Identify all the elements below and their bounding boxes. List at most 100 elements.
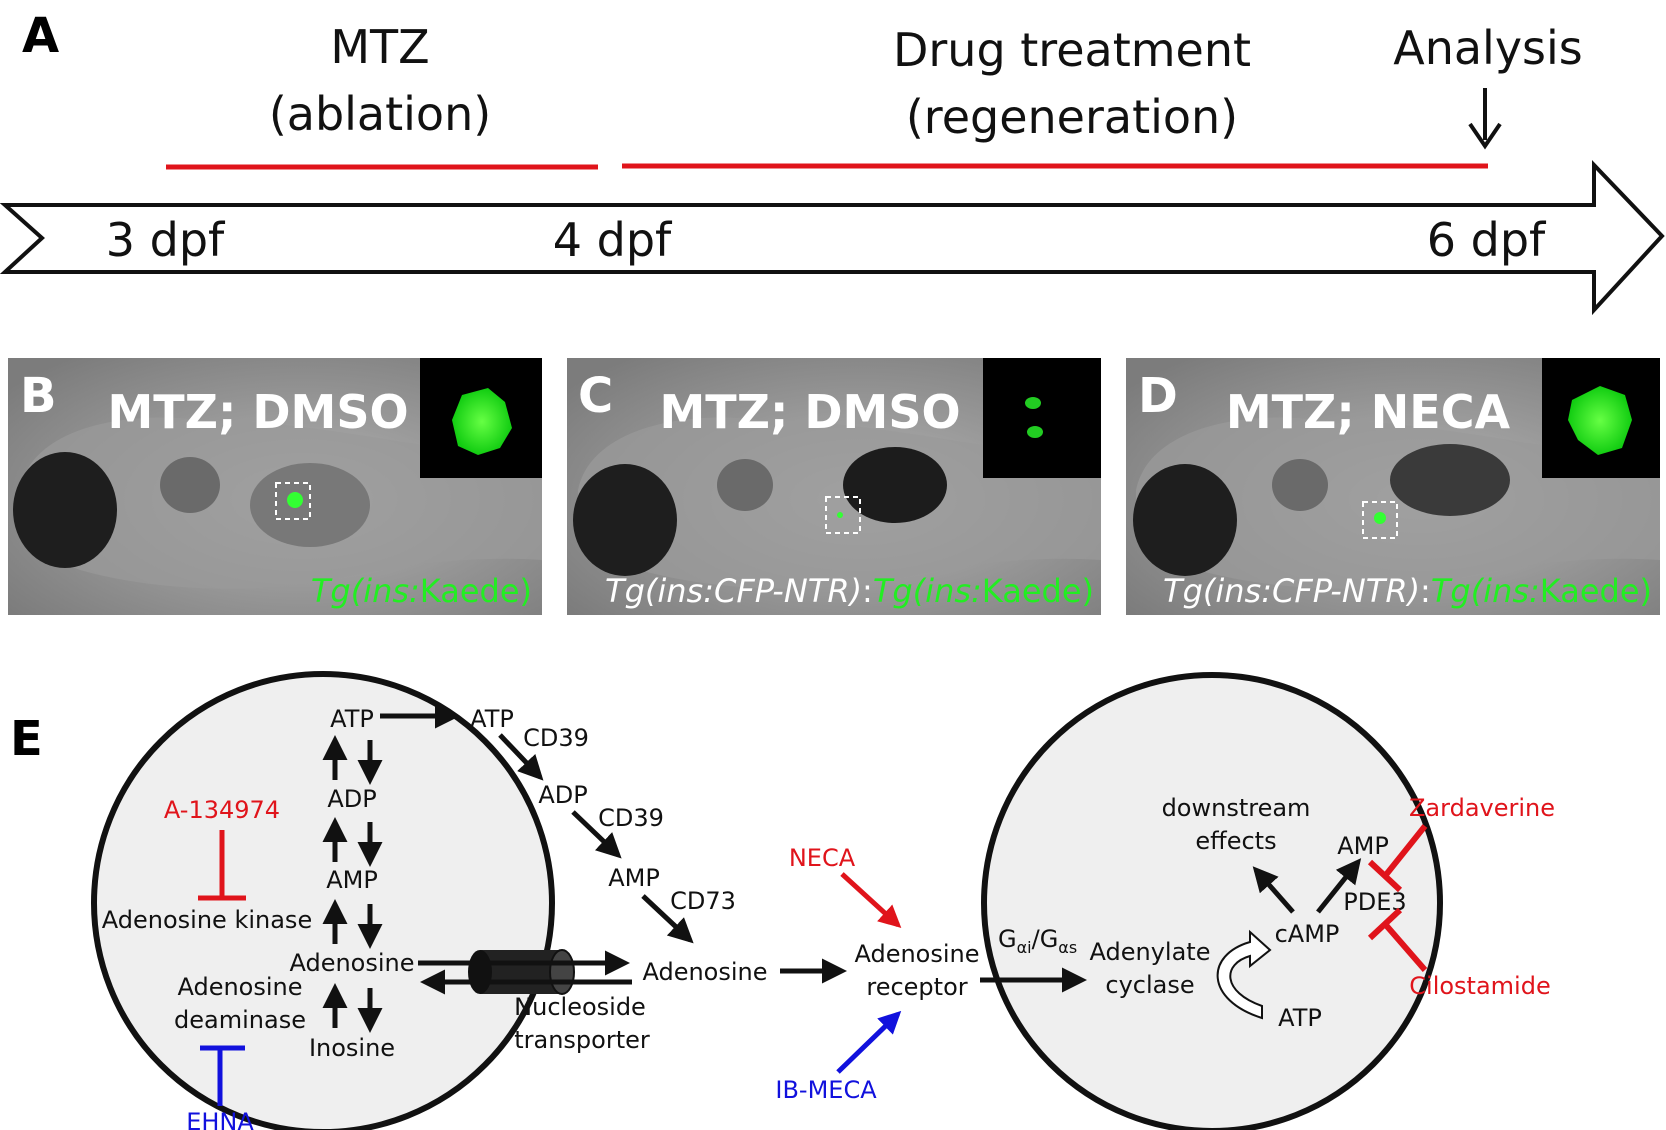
mtz-label: MTZ: [330, 20, 429, 74]
adenosine-deaminase-label-2: deaminase: [174, 1006, 306, 1034]
adenosine-intracellular: Adenosine: [289, 949, 414, 977]
amp-to-adenosine-arrow: [641, 894, 694, 944]
nucleoside-transporter-label-2: transporter: [514, 1026, 650, 1054]
panel-e-letter: E: [10, 711, 43, 767]
panel-d-genotype-italic: Tg(ins:: [1431, 572, 1540, 610]
panel-d-genotype-transgene: Tg(ins:CFP-NTR): [1163, 572, 1420, 610]
panel-e: E ATP ADP AMP Adenosine Inosine A-134974…: [10, 671, 1555, 1130]
adp-extracellular: ADP: [538, 781, 587, 809]
adenylate-cyclase-label-2: cyclase: [1105, 971, 1194, 999]
ehna-label: EHNA: [186, 1108, 254, 1130]
panel-b-letter: B: [20, 368, 57, 424]
atp-to-adp-arrow: [498, 733, 544, 781]
adenosine-extracellular: Adenosine: [642, 958, 767, 986]
camp-label: cAMP: [1275, 920, 1340, 948]
neca-arrow: [840, 872, 902, 929]
panel-c-genotype-italic: Tg(ins:: [873, 572, 982, 610]
zardaverine-label: Zardaverine: [1409, 794, 1555, 822]
ibmeca-label: IB-MECA: [775, 1076, 877, 1104]
zardaverine-inhibition: [1367, 824, 1428, 893]
panel-d-genotype: Tg(ins:CFP-NTR):Tg(ins:Kaede): [1163, 572, 1652, 610]
amp-extracellular: AMP: [608, 864, 660, 892]
g-alpha-i-sub: αi: [1017, 938, 1032, 957]
cilostamide-inhibition: [1367, 907, 1428, 972]
zoom-box: [825, 496, 861, 534]
adp-intracellular: ADP: [327, 785, 376, 813]
panel-b-genotype-gene: Kaede): [420, 572, 532, 610]
timepoint-3dpf: 3 dpf: [106, 213, 226, 267]
adenylate-cyclase-label-1: Adenylate: [1090, 938, 1211, 966]
cd39-label-2: CD39: [598, 804, 664, 832]
panel-c: C MTZ; DMSO Tg(ins:CFP-NTR):Tg(ins:Kaede…: [567, 358, 1101, 615]
receptor-label-2: receptor: [866, 973, 967, 1001]
panel-b-genotype: Tg(ins:Kaede): [311, 572, 532, 610]
inset-islet-cells: [452, 388, 512, 455]
neca-label: NECA: [789, 844, 856, 872]
islet-fluorescence: [287, 492, 303, 508]
g-alpha-s: /G: [1032, 925, 1059, 953]
a134974-label: A-134974: [164, 796, 280, 824]
downstream-label-1: downstream: [1162, 794, 1311, 822]
camp-to-amp-arrow: [1316, 858, 1362, 914]
panel-d: D MTZ; NECA Tg(ins:CFP-NTR):Tg(ins:Kaede…: [1126, 358, 1660, 615]
g-alpha-i: G: [998, 925, 1017, 953]
atp-intracellular: ATP: [330, 705, 374, 733]
analysis-label: Analysis: [1393, 21, 1583, 75]
amp-intracellular: AMP: [326, 866, 378, 894]
inset-islet-cells: [1025, 397, 1041, 409]
g-alpha-s-sub: αs: [1058, 938, 1077, 957]
panel-c-title: MTZ; DMSO: [659, 385, 960, 439]
cd39-label-1: CD39: [523, 724, 589, 752]
panel-c-genotype-gene: Kaede): [982, 572, 1094, 610]
nucleoside-transporter: [418, 949, 632, 995]
panel-c-genotype-transgene: Tg(ins:CFP-NTR): [605, 572, 862, 610]
a134974-inhibition: [198, 830, 246, 901]
cd73-label: CD73: [670, 887, 736, 915]
panel-b-title: MTZ; DMSO: [107, 385, 408, 439]
atp-target-cell: ATP: [1278, 1004, 1322, 1032]
g-protein-label: Gαi/Gαs: [998, 925, 1077, 957]
islet-fluorescence: [837, 512, 843, 518]
islet-fluorescence: [1374, 512, 1386, 524]
panel-d-genotype-colon: :: [1420, 572, 1431, 610]
zoom-box: [1362, 501, 1398, 539]
regeneration-label: (regeneration): [906, 90, 1238, 144]
panel-b-genotype-italic: Tg(ins:: [311, 572, 420, 610]
adenosine-kinase-label: Adenosine kinase: [102, 906, 312, 934]
panel-d-title: MTZ; NECA: [1226, 385, 1511, 439]
inset-islet-cells: [1568, 386, 1632, 455]
camp-to-downstream-arrow: [1252, 866, 1295, 914]
timepoint-6dpf: 6 dpf: [1427, 213, 1547, 267]
panel-c-letter: C: [578, 368, 613, 424]
panel-b: B MTZ; DMSO Tg(ins:Kaede): [8, 358, 542, 615]
panel-a: A MTZ (ablation) Drug treatment (regener…: [0, 8, 1665, 316]
panel-c-genotype: Tg(ins:CFP-NTR):Tg(ins:Kaede): [605, 572, 1094, 610]
nucleoside-transporter-label-1: Nucleoside: [514, 993, 646, 1021]
panel-d-letter: D: [1138, 368, 1178, 424]
downstream-label-2: effects: [1195, 827, 1276, 855]
adp-to-amp-arrow: [571, 810, 622, 859]
inset-image: [983, 358, 1101, 478]
interconversion-arrows: [322, 735, 383, 1033]
panel-a-letter: A: [22, 8, 59, 64]
ibmeca-arrow: [836, 1010, 902, 1074]
panel-c-genotype-colon: :: [862, 572, 873, 610]
panel-d-genotype-gene: Kaede): [1540, 572, 1652, 610]
receptor-label-1: Adenosine: [854, 940, 979, 968]
analysis-down-arrow: [1468, 88, 1502, 150]
amp-target-cell: AMP: [1337, 832, 1389, 860]
ablation-label: (ablation): [269, 87, 491, 141]
cyclase-conversion-arrow: [1216, 929, 1272, 1020]
larva-silhouette: [1133, 417, 1660, 589]
cilostamide-label: Cilostamide: [1409, 972, 1550, 1000]
target-cell: [981, 672, 1443, 1130]
atp-extracellular: ATP: [470, 705, 514, 733]
inset-islet-cells: [1027, 426, 1043, 438]
timeline-arrow: [0, 160, 1665, 316]
inosine: Inosine: [309, 1034, 395, 1062]
larva-silhouette: [573, 417, 1101, 589]
timepoint-4dpf: 4 dpf: [553, 213, 673, 267]
drug-treatment-label: Drug treatment: [893, 23, 1251, 77]
ehna-inhibition: [200, 1045, 245, 1106]
